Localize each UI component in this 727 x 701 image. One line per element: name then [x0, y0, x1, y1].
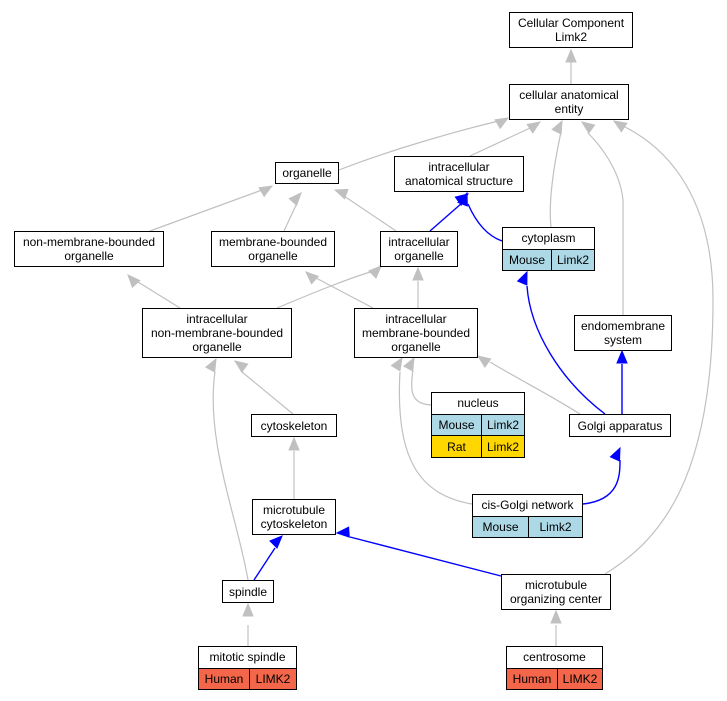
gene-cell: Limk2 [528, 516, 582, 537]
node-cis-golgi-network[interactable]: cis-Golgi network Mouse Limk2 [472, 494, 583, 538]
edge-spindle-inmbo [205, 357, 249, 581]
edge-cisgolgi-imbo [390, 356, 473, 505]
arrowhead [127, 274, 141, 289]
arrowhead [390, 356, 403, 372]
arrowhead [233, 360, 249, 374]
nucleus-title: nucleus [432, 393, 524, 415]
node-intracellular-non-membrane-bounded-organelle[interactable]: intracellular non-membrane-bounded organ… [142, 308, 292, 358]
species-cell: Mouse [432, 414, 481, 436]
edge-mtc-cytoskeleton [288, 436, 300, 499]
arrowhead [550, 609, 562, 624]
edge-ias-entity [469, 121, 542, 157]
edge-inmbo-nmbo [127, 274, 181, 309]
edge-mtoc-entity [604, 120, 714, 575]
arrowhead [494, 117, 510, 130]
gene-cell: LIMK2 [249, 668, 296, 689]
edge-inmbo-io [276, 265, 382, 309]
gene-cell: Limk2 [551, 249, 594, 270]
species-cell: Mouse [473, 516, 528, 537]
nucleus-row: Rat Limk2 [432, 435, 524, 458]
node-microtubule-cytoskeleton[interactable]: microtubule cytoskeleton [252, 499, 336, 535]
edge-golgi-imbo [476, 355, 581, 415]
edge-golgi-endo [616, 349, 628, 414]
centrosome-row: Human LIMK2 [507, 668, 602, 689]
node-intracellular-anatomical-structure[interactable]: intracellular anatomical structure [394, 156, 524, 192]
edge-mbo-organelle [283, 192, 302, 232]
node-golgi-apparatus[interactable]: Golgi apparatus [569, 414, 671, 437]
edge-cisgolgi-golgi [582, 446, 621, 505]
node-membrane-bounded-organelle[interactable]: membrane-bounded organelle [211, 231, 335, 267]
arrowhead [403, 356, 415, 372]
edge-cytoskeleton-inmbo [233, 360, 294, 415]
arrowhead [609, 446, 621, 462]
edge-endo-entity [580, 121, 624, 315]
arrowhead [457, 191, 468, 207]
arrowhead [258, 185, 274, 198]
gene-cell: LIMK2 [557, 668, 602, 689]
cytoplasm-row: Mouse Limk2 [503, 249, 594, 270]
edge-cytoplasm-entity [549, 119, 563, 228]
node-nucleus[interactable]: nucleus Mouse Limk2 Rat Limk2 [431, 392, 525, 458]
edge-cytoplasm-ias [457, 191, 503, 242]
node-intracellular-membrane-bounded-organelle[interactable]: intracellular membrane-bounded organelle [354, 308, 478, 358]
cytoplasm-title: cytoplasm [503, 228, 594, 250]
arrowhead [288, 436, 300, 451]
node-root[interactable]: Cellular Component Limk2 [509, 12, 633, 48]
species-cell: Human [199, 668, 249, 689]
arrowhead [335, 526, 350, 538]
arrowhead [368, 265, 382, 279]
arrowhead [412, 266, 424, 281]
arrowhead [580, 121, 596, 135]
centrosome-title: centrosome [507, 647, 602, 669]
edge-io-organelle [333, 188, 397, 232]
edge-nmbo-organelle [149, 185, 274, 232]
species-cell: Rat [432, 436, 481, 458]
mitotic-spindle-row: Human LIMK2 [199, 668, 296, 689]
arrowhead [565, 48, 577, 63]
node-endomembrane-system[interactable]: endomembrane system [574, 315, 672, 351]
cis-golgi-row: Mouse Limk2 [473, 516, 582, 537]
arrowhead [526, 121, 542, 134]
node-cytoplasm[interactable]: cytoplasm Mouse Limk2 [502, 227, 595, 271]
arrowhead [616, 349, 628, 364]
node-organelle[interactable]: organelle [275, 162, 339, 184]
nucleus-row: Mouse Limk2 [432, 414, 524, 436]
edge-imbo-mbo [305, 271, 374, 309]
arrowhead [333, 188, 349, 200]
node-microtubule-organizing-center[interactable]: microtubule organizing center [501, 574, 611, 610]
arrowhead [288, 192, 302, 207]
species-cell: Human [507, 668, 557, 689]
arrowhead [205, 357, 217, 373]
edge-organelle-entity [338, 117, 510, 171]
gene-cell: Limk2 [481, 414, 524, 436]
edge-mitotic-spindle [242, 602, 254, 646]
edge-entity-root [565, 48, 577, 84]
gene-cell: Limk2 [481, 436, 524, 458]
edge-spindle-mtc [253, 535, 283, 581]
species-cell: Mouse [503, 249, 551, 270]
node-mitotic-spindle[interactable]: mitotic spindle Human LIMK2 [198, 646, 297, 690]
node-intracellular-organelle[interactable]: intracellular organelle [380, 231, 458, 267]
node-entity[interactable]: cellular anatomical entity [509, 84, 629, 120]
edge-nucleus-imbo [403, 356, 434, 406]
edge-imbo-io [412, 266, 424, 308]
edge-mtoc-mtc [335, 526, 502, 577]
node-non-membrane-bounded-organelle[interactable]: non-membrane-bounded organelle [14, 231, 164, 267]
arrowhead [516, 270, 528, 286]
edge-golgi-cytoplasm [516, 270, 606, 415]
arrowhead [551, 119, 563, 135]
arrowhead [242, 602, 254, 617]
arrowhead [612, 120, 628, 133]
mitotic-spindle-title: mitotic spindle [199, 647, 296, 669]
arrowhead [269, 535, 283, 549]
node-spindle[interactable]: spindle [222, 580, 274, 603]
arrowhead [305, 271, 320, 285]
arrowhead [476, 355, 492, 368]
edge-centrosome-mtoc [550, 609, 562, 646]
cis-golgi-title: cis-Golgi network [473, 495, 582, 517]
node-cytoskeleton[interactable]: cytoskeleton [251, 414, 337, 437]
node-centrosome[interactable]: centrosome Human LIMK2 [506, 646, 603, 690]
